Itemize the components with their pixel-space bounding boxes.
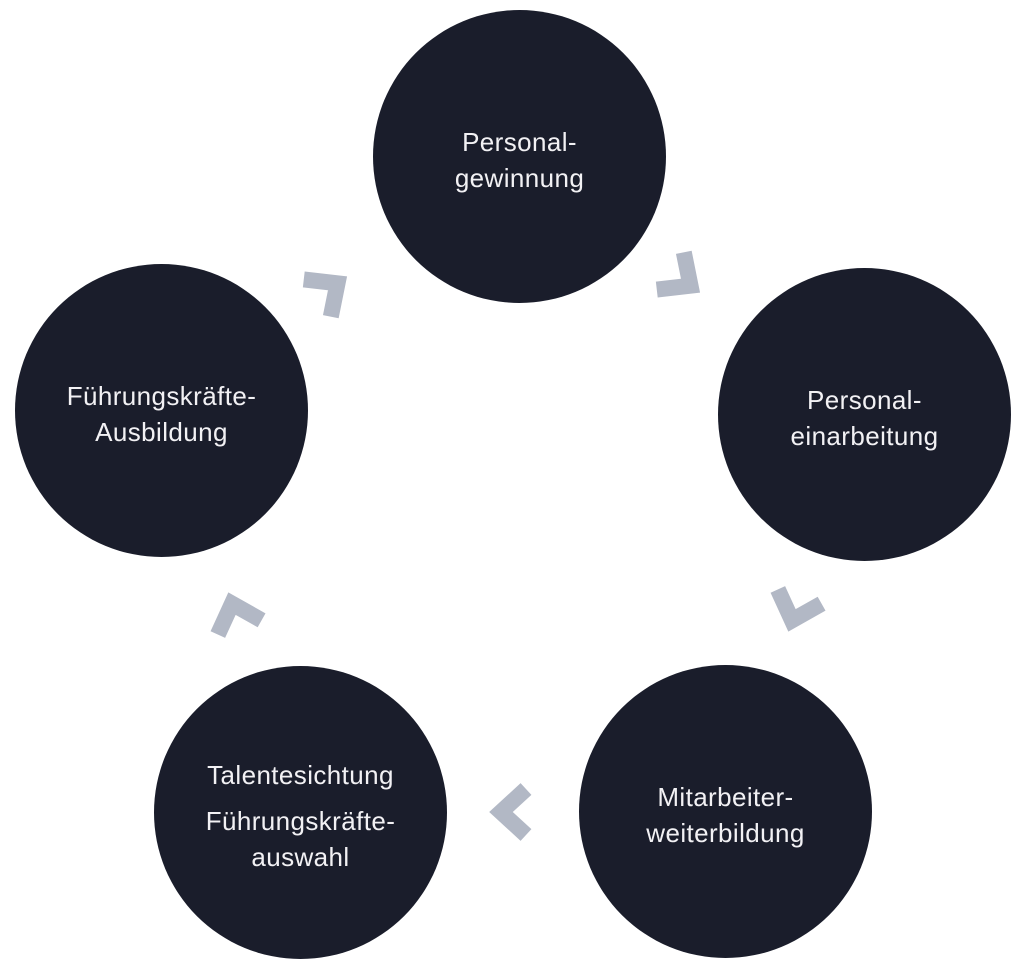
node-mitarbeiterweiterbildung: Mitarbeiter- weiterbildung: [579, 665, 872, 958]
node-personaleinarbeitung: Personal- einarbeitung: [718, 268, 1011, 561]
node-label-line: weiterbildung: [646, 817, 805, 848]
node-fuehrungskraefte-ausbildung: Führungskräfte- Ausbildung: [15, 264, 308, 557]
node-label-line: Führungskräfte-: [66, 380, 257, 411]
chevron-arrow-icon: [655, 250, 701, 298]
chevron-arrow-icon: [489, 783, 532, 841]
node-label-line: Personal-: [807, 384, 922, 415]
node-label: Talentesichtung Führungskräfte- auswahl: [206, 751, 396, 875]
node-label-line: Talentesichtung: [207, 759, 394, 790]
node-label: Personal- gewinnung: [455, 118, 584, 196]
node-label-line: Mitarbeiter-: [657, 781, 794, 812]
node-talentesichtung-fuehrungskraefteauswahl: Talentesichtung Führungskräfte- auswahl: [154, 666, 447, 959]
node-label-line: gewinnung: [454, 162, 585, 193]
node-personalgewinnung: Personal- gewinnung: [373, 10, 666, 303]
node-label-line: Führungskräfte-: [205, 805, 396, 836]
node-label-line: einarbeitung: [790, 420, 939, 451]
node-label-line: auswahl: [251, 841, 350, 872]
node-label: Mitarbeiter- weiterbildung: [646, 773, 804, 851]
chevron-arrow-icon: [210, 592, 266, 638]
chevron-arrow-icon: [302, 271, 348, 319]
node-label: Führungskräfte- Ausbildung: [67, 372, 257, 450]
node-label: Personal- einarbeitung: [791, 376, 939, 454]
node-label-line: Ausbildung: [95, 416, 228, 447]
chevron-arrow-icon: [770, 586, 826, 632]
node-label-line: Personal-: [462, 126, 577, 157]
